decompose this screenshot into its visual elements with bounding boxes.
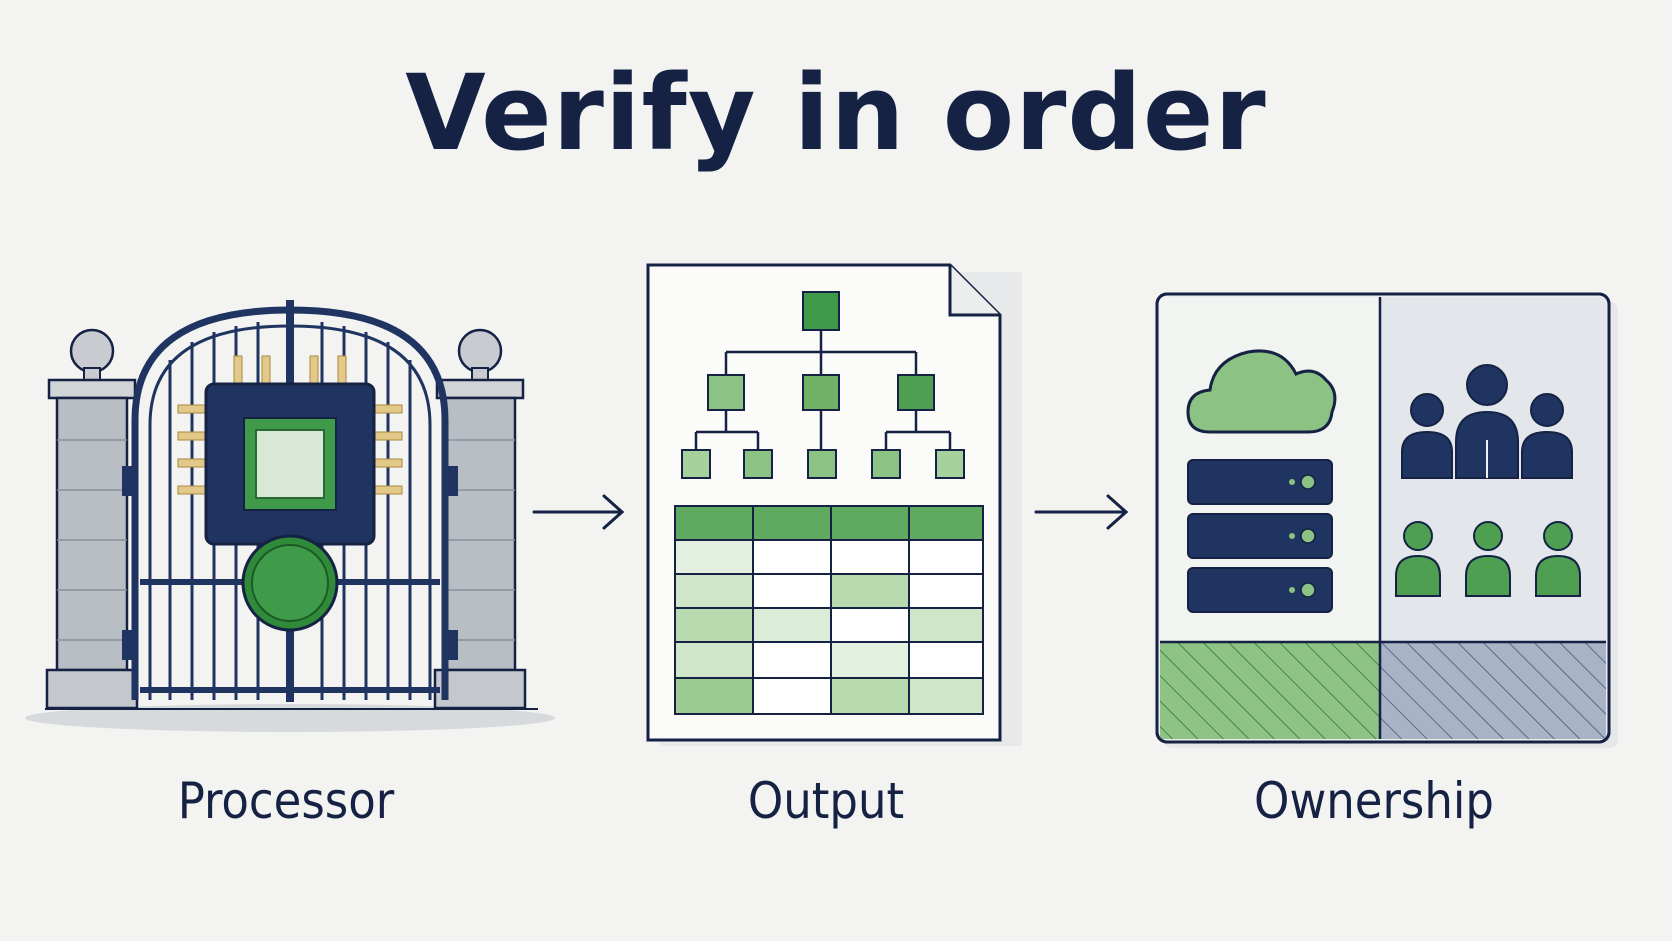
arrow-right-icon [1034, 494, 1129, 530]
step-label-processor: Processor [177, 772, 395, 830]
data-table-icon [674, 505, 984, 715]
gated-processor-icon [25, 300, 555, 732]
page-title: Verify in order [405, 52, 1267, 174]
lock-icon [241, 534, 339, 632]
cloud-icon [1186, 349, 1337, 434]
hierarchy-tree-icon [681, 291, 965, 479]
processor-chip-icon [177, 355, 403, 546]
arrow-right-icon [532, 494, 625, 530]
right-pillar [433, 328, 527, 710]
tree-table-document-icon [646, 263, 1022, 746]
team-navy-icon [1401, 364, 1573, 479]
left-pillar [45, 328, 139, 710]
step-label-ownership: Ownership [1254, 772, 1494, 830]
cloud-and-team-split-icon [1155, 292, 1618, 748]
step-label-output: Output [747, 772, 905, 830]
team-green-icon [1395, 521, 1581, 597]
server-stack-icon [1187, 459, 1333, 613]
